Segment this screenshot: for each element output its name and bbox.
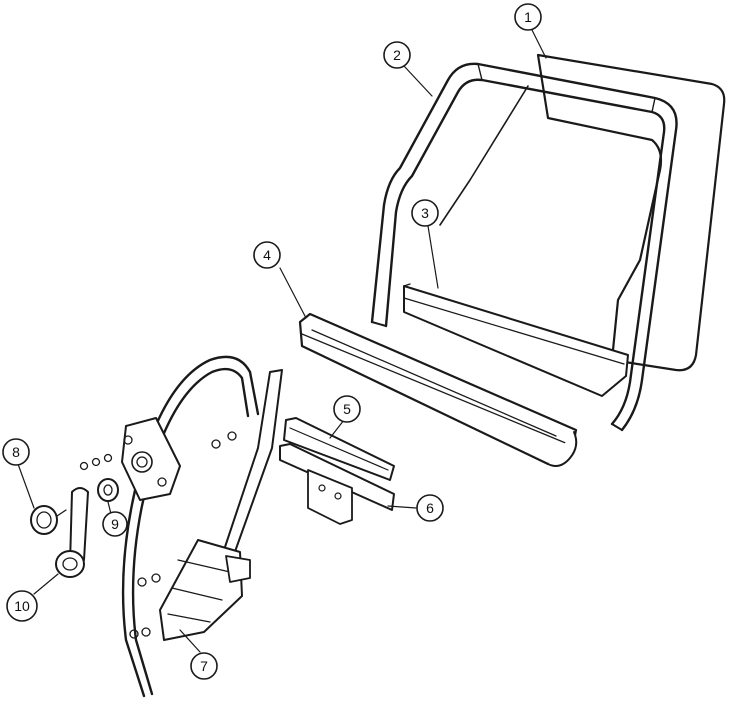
callout-6: 6 bbox=[416, 494, 444, 522]
winder-handle bbox=[55, 487, 89, 578]
callout-6-label: 6 bbox=[426, 500, 434, 516]
callout-10: 10 bbox=[6, 590, 38, 622]
callout-2-label: 2 bbox=[393, 47, 401, 63]
glass-channel bbox=[283, 417, 395, 481]
callout-5-label: 5 bbox=[343, 401, 351, 417]
outer-waist-moulding bbox=[298, 312, 578, 467]
callout-9: 9 bbox=[102, 511, 128, 537]
regulator-knob bbox=[30, 505, 67, 535]
callout-1-label: 1 bbox=[524, 9, 532, 25]
callout-4-label: 4 bbox=[263, 247, 271, 263]
callout-4: 4 bbox=[253, 241, 281, 269]
door-frame-seal bbox=[370, 62, 678, 432]
callout-1: 1 bbox=[514, 3, 542, 31]
callout-2: 2 bbox=[383, 41, 411, 69]
callout-7: 7 bbox=[190, 652, 218, 680]
leader-lines bbox=[17, 29, 547, 653]
door-glass bbox=[439, 53, 726, 372]
window-regulator bbox=[79, 355, 283, 698]
callout-8: 8 bbox=[2, 438, 30, 466]
inner-waist-strip bbox=[403, 283, 629, 397]
callout-9-label: 9 bbox=[111, 516, 119, 532]
callout-5: 5 bbox=[333, 395, 361, 423]
callout-7-label: 7 bbox=[200, 658, 208, 674]
callout-8-label: 8 bbox=[12, 444, 20, 460]
lifting-channel bbox=[279, 443, 395, 525]
callout-10-label: 10 bbox=[14, 598, 30, 614]
escutcheon-washer bbox=[97, 478, 119, 502]
callout-3: 3 bbox=[411, 199, 439, 227]
callout-3-label: 3 bbox=[421, 205, 429, 221]
